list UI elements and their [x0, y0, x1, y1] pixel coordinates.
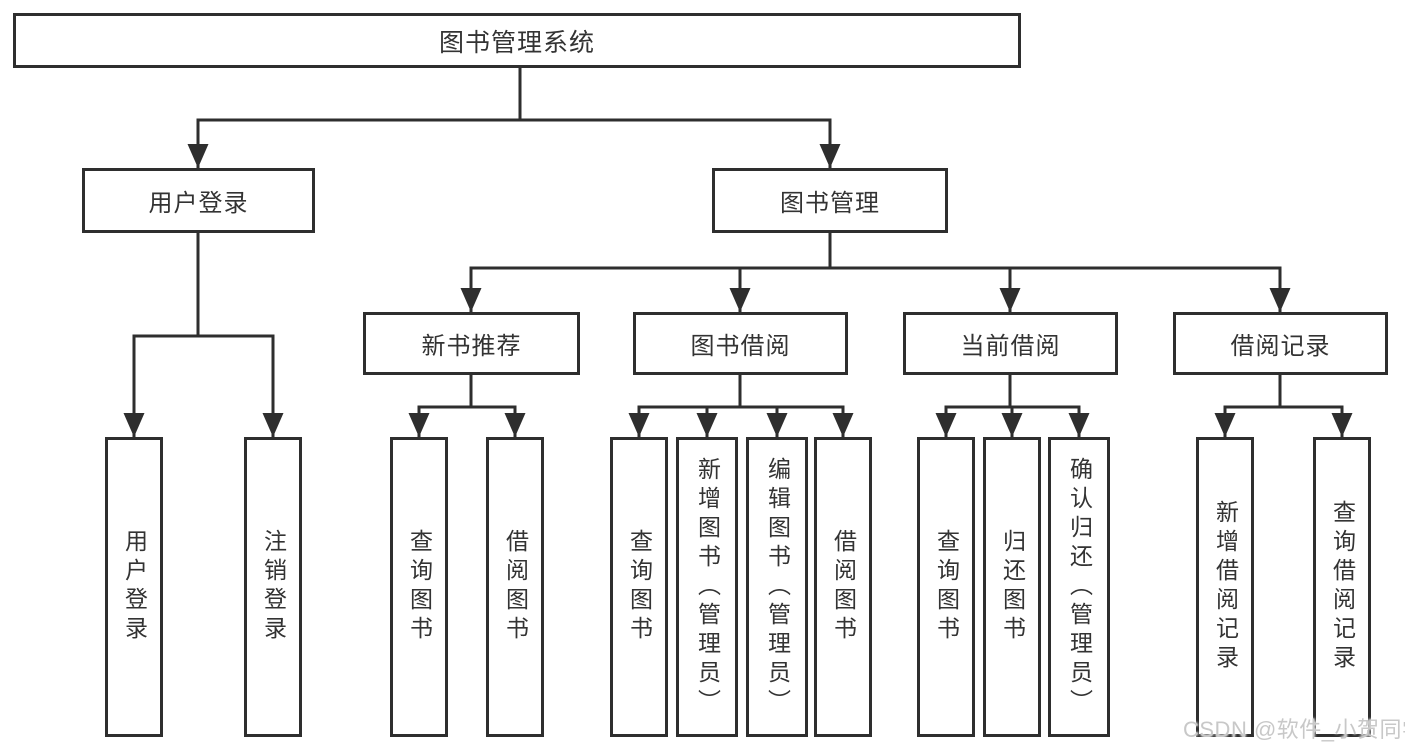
node-borrow-records: 借阅记录 [1173, 312, 1388, 375]
node-new-book-recommend: 新书推荐 [363, 312, 580, 375]
leaf-query-borrow-record: 查询借阅记录 [1313, 437, 1371, 737]
leaf-query-books-recommend: 查询图书 [390, 437, 448, 737]
watermark: CSDN @软件_小贺同学 [1183, 717, 1405, 742]
leaf-borrow-books-borrowing: 借阅图书 [814, 437, 872, 737]
edges-book-mgmt-children [460, 233, 1291, 312]
edges-current-children [935, 375, 1090, 437]
edges-records-children [1214, 375, 1353, 437]
leaf-borrow-books-recommend: 借阅图书 [486, 437, 544, 737]
node-book-mgmt: 图书管理 [712, 168, 948, 233]
leaf-add-borrow-record: 新增借阅记录 [1196, 437, 1254, 737]
leaf-user-login: 用户登录 [105, 437, 163, 737]
node-current-borrowing: 当前借阅 [903, 312, 1118, 375]
leaf-confirm-return-admin: 确认归还（管理员） [1048, 437, 1110, 737]
node-root: 图书管理系统 [13, 13, 1021, 68]
leaf-query-books-current: 查询图书 [917, 437, 975, 737]
leaf-edit-book-admin: 编辑图书（管理员） [746, 437, 808, 737]
node-user-login: 用户登录 [82, 168, 315, 233]
leaf-return-book: 归还图书 [983, 437, 1041, 737]
edges-recommend-children [408, 375, 526, 437]
leaf-logout: 注销登录 [244, 437, 302, 737]
edges-borrowing-children [628, 375, 854, 437]
edge-root-to-level2 [187, 68, 841, 168]
edges-user-login-children [123, 233, 284, 437]
node-book-borrowing: 图书借阅 [633, 312, 848, 375]
leaf-add-book-admin: 新增图书（管理员） [676, 437, 738, 737]
leaf-query-books-borrowing: 查询图书 [610, 437, 668, 737]
